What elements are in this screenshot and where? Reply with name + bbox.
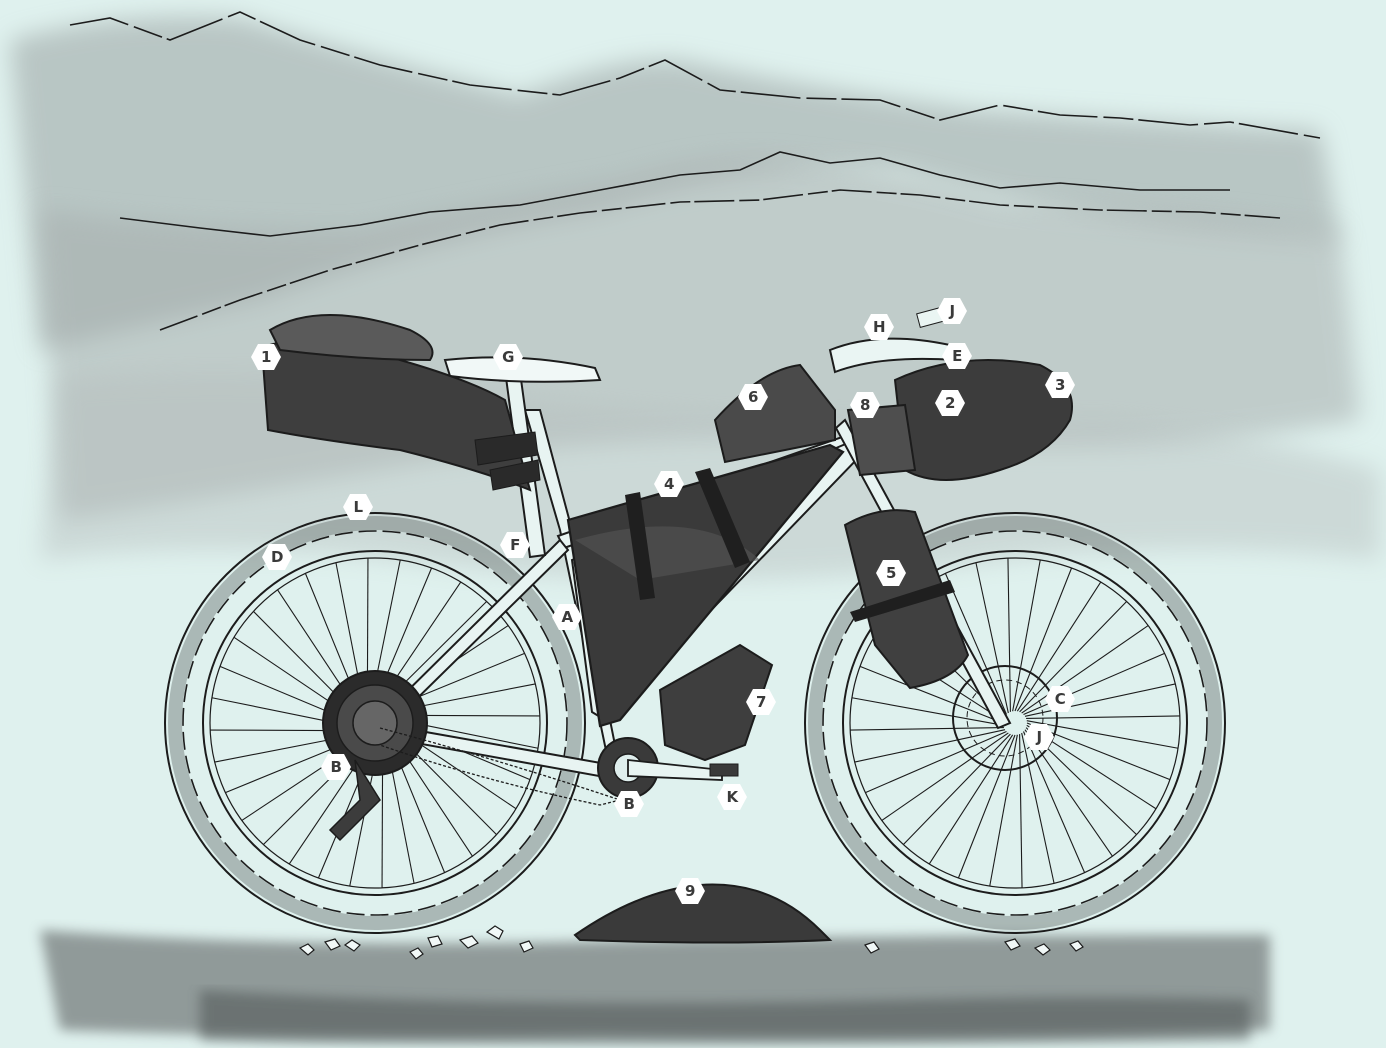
marker-b-rear: B bbox=[320, 753, 352, 781]
marker-7: 7 bbox=[745, 688, 777, 716]
marker-label: D bbox=[261, 543, 293, 571]
wheel-spoke bbox=[850, 728, 1004, 730]
marker-j-top: J bbox=[936, 297, 968, 325]
marker-3: 3 bbox=[1044, 371, 1076, 399]
marker-b-crank: B bbox=[613, 790, 645, 818]
marker-label: K bbox=[716, 783, 748, 811]
marker-label: 3 bbox=[1044, 371, 1076, 399]
marker-1: 1 bbox=[250, 343, 282, 371]
marker-a: A bbox=[551, 603, 583, 631]
wheel-spoke bbox=[1008, 558, 1010, 712]
marker-k: K bbox=[716, 783, 748, 811]
marker-label: 4 bbox=[653, 470, 685, 498]
wheel-spoke bbox=[903, 734, 1010, 844]
marker-2: 2 bbox=[934, 389, 966, 417]
wheel-spoke bbox=[990, 735, 1018, 886]
marker-label: J bbox=[936, 297, 968, 325]
marker-9: 9 bbox=[674, 877, 706, 905]
marker-label: A bbox=[551, 603, 583, 631]
marker-label: 9 bbox=[674, 877, 706, 905]
marker-label: B bbox=[613, 790, 645, 818]
marker-label: B bbox=[320, 753, 352, 781]
marker-c: C bbox=[1044, 685, 1076, 713]
marker-label: E bbox=[941, 342, 973, 370]
wheel-spoke bbox=[929, 735, 1012, 864]
wheel-spoke bbox=[1013, 560, 1041, 711]
marker-f: F bbox=[499, 531, 531, 559]
wheel-spoke bbox=[1020, 734, 1022, 888]
marker-h: H bbox=[863, 313, 895, 341]
marker-label: 8 bbox=[849, 391, 881, 419]
marker-label: 5 bbox=[875, 559, 907, 587]
marker-l: L bbox=[342, 493, 374, 521]
wheel-spoke bbox=[855, 730, 1005, 762]
marker-j-hub: J bbox=[1023, 723, 1055, 751]
wheel-spoke bbox=[852, 698, 1003, 726]
marker-d: D bbox=[261, 543, 293, 571]
wheel-spoke bbox=[1022, 733, 1054, 883]
marker-4: 4 bbox=[653, 470, 685, 498]
marker-label: 1 bbox=[250, 343, 282, 371]
marker-label: L bbox=[342, 493, 374, 521]
marker-label: G bbox=[492, 343, 524, 371]
marker-e: E bbox=[941, 342, 973, 370]
marker-label: 6 bbox=[737, 383, 769, 411]
marker-label: 7 bbox=[745, 688, 777, 716]
marker-label: 2 bbox=[934, 389, 966, 417]
marker-g: G bbox=[492, 343, 524, 371]
marker-8: 8 bbox=[849, 391, 881, 419]
marker-label: H bbox=[863, 313, 895, 341]
marker-5: 5 bbox=[875, 559, 907, 587]
marker-label: C bbox=[1044, 685, 1076, 713]
marker-label: J bbox=[1023, 723, 1055, 751]
wheel-spoke bbox=[1026, 716, 1180, 718]
marker-label: F bbox=[499, 531, 531, 559]
marker-6: 6 bbox=[737, 383, 769, 411]
